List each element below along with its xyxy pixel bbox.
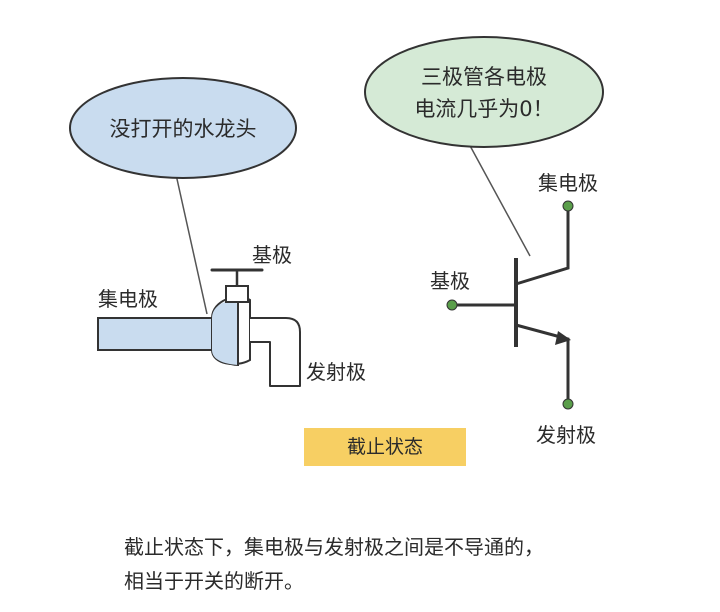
faucet-emitter-label: 发射极	[306, 360, 366, 384]
faucet-spout	[250, 317, 301, 387]
transistor-base-terminal	[446, 299, 458, 311]
transistor-symbol	[452, 206, 571, 404]
transistor-bubble-pointer	[467, 141, 531, 257]
transistor-bubble-line1: 三极管各电极	[421, 65, 547, 89]
faucet-bubble: 没打开的水龙头	[69, 77, 297, 315]
transistor-bubble-line2: 电流几乎为0！	[414, 97, 553, 121]
faucet-collector-label: 集电极	[98, 287, 158, 311]
transistor-base-label: 基极	[430, 269, 470, 293]
faucet	[97, 268, 301, 387]
transistor-emitter-arrow	[555, 331, 571, 345]
caption-line-1: 截止状态下，集电极与发射极之间是不导通的，	[124, 535, 544, 559]
transistor-bubble: 三极管各电极 电流几乎为0！	[364, 36, 604, 257]
faucet-bubble-shape	[69, 77, 297, 179]
transistor-bubble-shape	[364, 36, 604, 148]
faucet-bubble-text: 没打开的水龙头	[110, 117, 257, 141]
faucet-valve-bonnet	[225, 285, 249, 303]
state-label: 截止状态	[304, 428, 466, 466]
transistor-collector-lead	[515, 206, 570, 286]
cutoff-state-diagram: 没打开的水龙头 集电极 基极 发射极 三极管各电极 电流几乎为0！	[69, 36, 604, 447]
transistor-emitter-label: 发射极	[536, 423, 596, 447]
faucet-valve-water	[212, 301, 238, 365]
transistor-collector-terminal	[562, 200, 574, 212]
transistor-collector-label: 集电极	[538, 171, 598, 195]
caption: 截止状态下，集电极与发射极之间是不导通的， 相当于开关的断开。	[124, 530, 684, 598]
faucet-base-label: 基极	[252, 243, 292, 267]
transistor-emitter-terminal	[562, 398, 574, 410]
faucet-bubble-pointer	[174, 169, 208, 315]
caption-line-2: 相当于开关的断开。	[124, 569, 304, 593]
